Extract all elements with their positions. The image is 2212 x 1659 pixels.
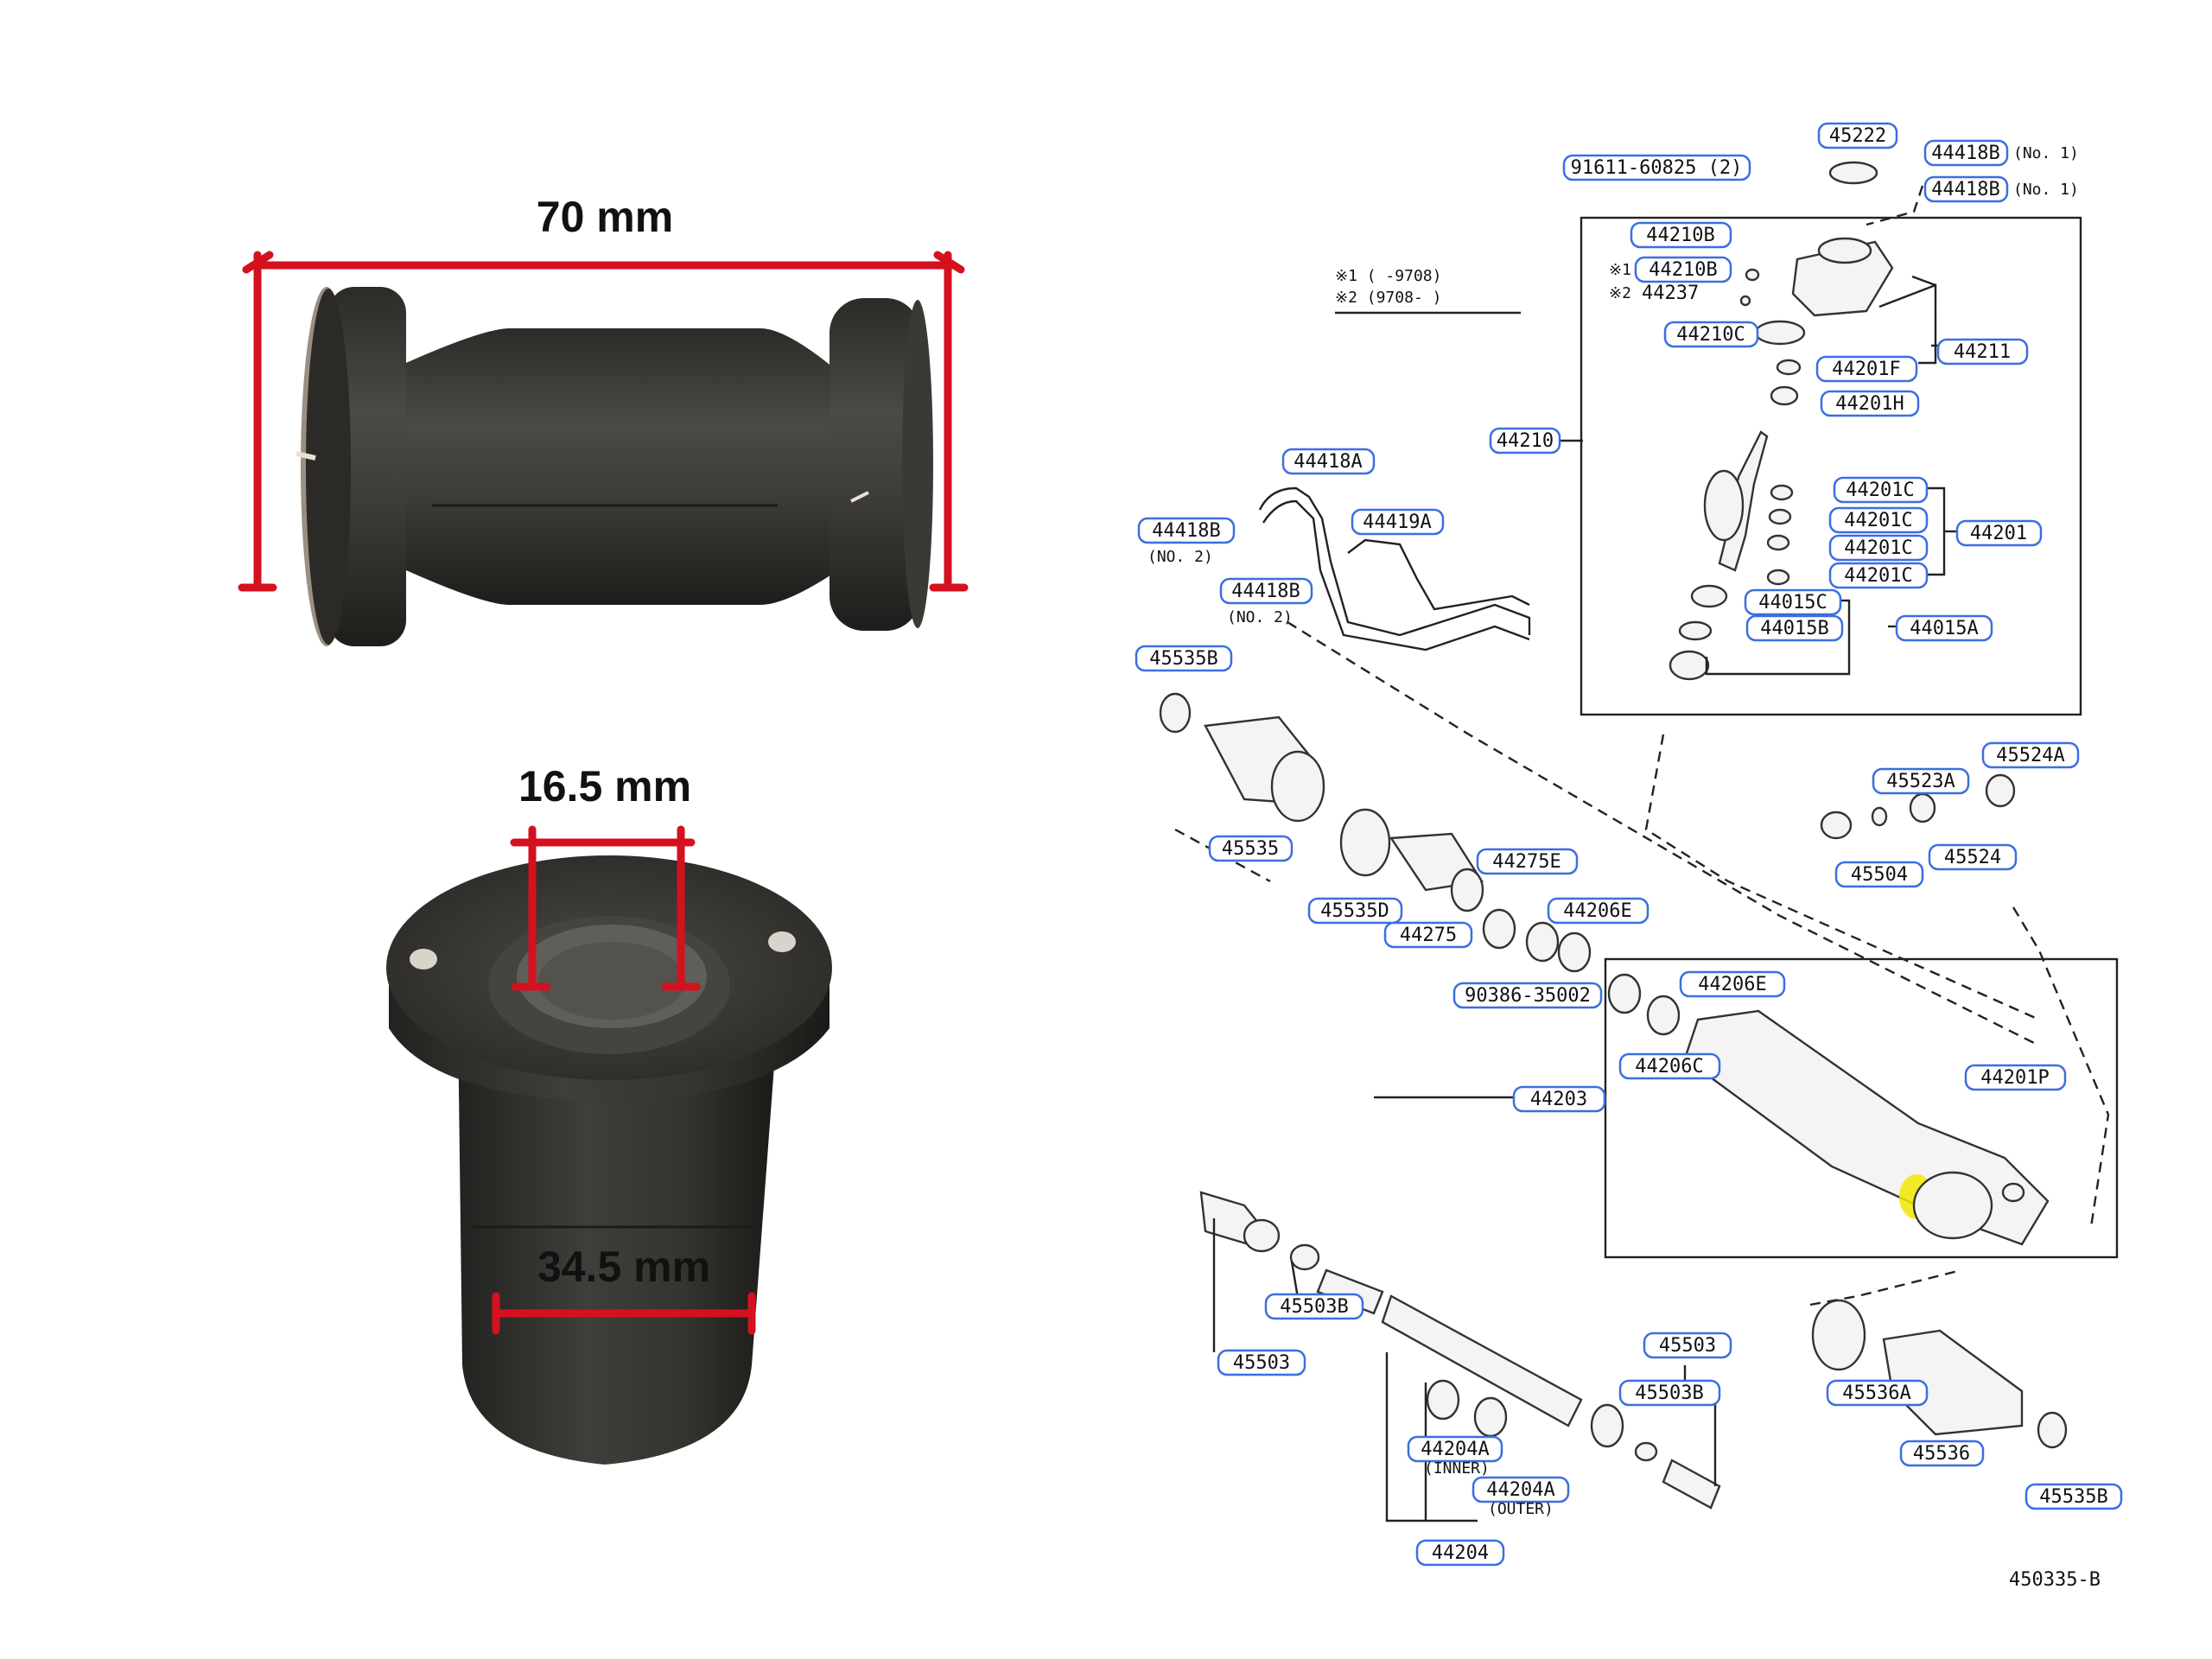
length-dimension-marker (238, 251, 969, 592)
label-44211: 44211 (1954, 341, 2011, 363)
legend-line-2: ※2 (9708- ) (1335, 289, 1441, 307)
label-44206C: 44206C (1635, 1056, 1703, 1077)
bushing-side-photo (296, 287, 933, 646)
label-44015C: 44015C (1758, 592, 1827, 613)
label-44210C: 44210C (1676, 324, 1745, 346)
label-45535: 45535 (1222, 838, 1279, 860)
outer-diameter-marker (492, 1292, 756, 1335)
label-44418B-no1-b: 44418B (1931, 179, 1999, 200)
label-45535B-a: 45535B (1149, 648, 1217, 670)
label-45535B-b: 45535B (2039, 1486, 2107, 1508)
bushing-front-photo (386, 855, 832, 1465)
label-44204: 44204 (1432, 1542, 1489, 1564)
label-45523A: 45523A (1886, 771, 1955, 792)
label-44201F: 44201F (1832, 359, 1900, 380)
label-44203: 44203 (1530, 1089, 1587, 1110)
label-44418B-no2-b: 44418B (1231, 581, 1300, 602)
label-44201C-d: 44201C (1844, 565, 1912, 587)
mark-2: ※2 (1609, 284, 1631, 302)
label-44210B-a: 44210B (1646, 225, 1714, 246)
label-no1-a: (No. 1) (2013, 144, 2079, 162)
label-44206E-b: 44206E (1698, 974, 1766, 995)
label-44015B: 44015B (1760, 618, 1828, 639)
label-44204A-inner: 44204A (1421, 1439, 1489, 1460)
label-45535D: 45535D (1320, 900, 1389, 922)
label-45536A: 45536A (1842, 1382, 1910, 1404)
label-44275E: 44275E (1492, 851, 1560, 873)
label-44201C-c: 44201C (1844, 537, 1912, 559)
label-45503-a: 45503 (1233, 1352, 1290, 1374)
label-44418B-no2-a: 44418B (1152, 520, 1220, 542)
length-dimension-label: 70 mm (537, 193, 673, 241)
part-labels: 45222 44418B (No. 1) 44418B (No. 1) 9161… (1135, 122, 2123, 1591)
label-44210B-b: 44210B (1649, 259, 1717, 281)
mark-1: ※1 (1609, 261, 1631, 279)
parts-diagram (1159, 161, 2119, 1522)
diagram-reference-code: 450335-B (2009, 1569, 2101, 1591)
label-45503B-a: 45503B (1280, 1296, 1348, 1318)
label-45504: 45504 (1851, 864, 1908, 886)
label-45222: 45222 (1829, 125, 1886, 147)
label-44418B-no1-a: 44418B (1931, 143, 1999, 164)
outer-diameter-label: 34.5 mm (537, 1243, 710, 1291)
label-no1-b: (No. 1) (2013, 181, 2079, 199)
label-45503B-b: 45503B (1635, 1382, 1703, 1404)
label-45503-b: 45503 (1659, 1335, 1716, 1357)
label-45536: 45536 (1913, 1443, 1970, 1465)
label-45524: 45524 (1944, 847, 2001, 868)
label-inner: (INNER) (1424, 1459, 1490, 1478)
inner-diameter-marker (510, 825, 701, 991)
label-44201C-b: 44201C (1844, 510, 1912, 531)
label-44237: 44237 (1642, 283, 1699, 304)
label-91611: 91611-60825 (2) (1571, 157, 1743, 179)
inner-diameter-label: 16.5 mm (518, 762, 691, 810)
label-no2-b: (NO. 2) (1227, 608, 1293, 626)
label-44418A: 44418A (1294, 451, 1362, 473)
label-44210: 44210 (1497, 430, 1554, 452)
label-44275: 44275 (1400, 925, 1457, 946)
legend-line-1: ※1 ( -9708) (1335, 267, 1441, 285)
label-outer: (OUTER) (1488, 1500, 1554, 1518)
label-90386: 90386-35002 (1465, 985, 1591, 1007)
label-44201H: 44201H (1835, 393, 1904, 415)
label-44201: 44201 (1970, 523, 2027, 544)
label-44419A: 44419A (1363, 512, 1431, 533)
label-44015A: 44015A (1910, 618, 1978, 639)
label-44204A-outer: 44204A (1486, 1479, 1554, 1501)
label-44201P: 44201P (1980, 1067, 2049, 1089)
label-no2-a: (NO. 2) (1147, 548, 1213, 566)
label-45524A: 45524A (1996, 745, 2064, 766)
label-44201C-a: 44201C (1846, 480, 1914, 501)
label-44206E-a: 44206E (1563, 900, 1631, 922)
